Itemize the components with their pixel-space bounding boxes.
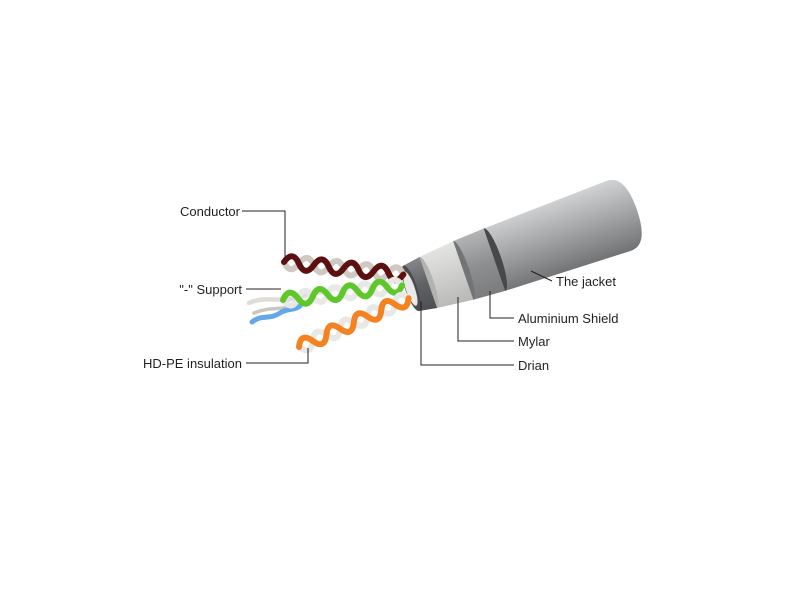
brown-pair-color-strand bbox=[281, 253, 407, 284]
label-drain: Drian bbox=[518, 358, 550, 373]
leader-line-drain bbox=[420, 301, 514, 366]
leader-line-conductor bbox=[242, 210, 286, 259]
leader-line-jacket bbox=[530, 270, 553, 282]
leader-line-aluminium-shield bbox=[489, 291, 514, 319]
drain-ring bbox=[403, 256, 438, 312]
twisted-pair-brown bbox=[281, 253, 407, 284]
twisted-pair-green bbox=[280, 276, 406, 309]
cable-jacket bbox=[483, 179, 642, 291]
twisted-pair-orange bbox=[296, 291, 412, 354]
blue-wire bbox=[249, 303, 303, 325]
label-support: "-" Support bbox=[179, 282, 242, 297]
orange-pair-color-strand bbox=[296, 295, 412, 350]
cable-core-face bbox=[403, 271, 418, 306]
label-conductor: Conductor bbox=[180, 204, 240, 219]
cable-body bbox=[401, 179, 642, 312]
label-aluminium-shield: Aluminium Shield bbox=[518, 311, 619, 326]
green-pair-color-strand bbox=[280, 278, 406, 307]
leader-line-hd-pe bbox=[246, 348, 309, 364]
label-hd-pe-insulation: HD-PE insulation bbox=[143, 356, 242, 371]
leader-line-mylar bbox=[457, 297, 514, 342]
label-the-jacket: The jacket bbox=[556, 274, 616, 289]
aluminium-shield-band bbox=[453, 228, 506, 300]
label-mylar: Mylar bbox=[518, 334, 550, 349]
